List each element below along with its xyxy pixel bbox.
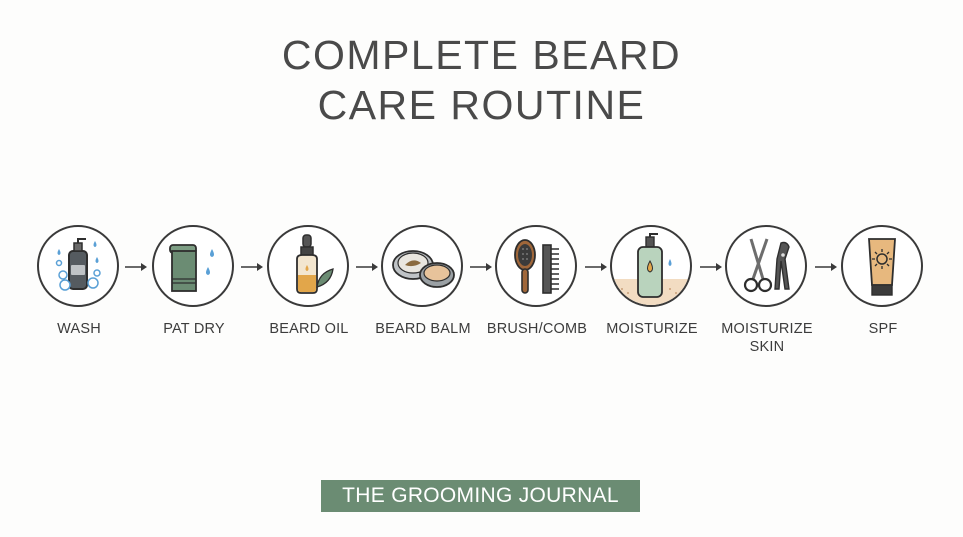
step-circle (381, 225, 463, 307)
title-line-1: COMPLETE BEARD (281, 32, 682, 78)
step-circle (725, 225, 807, 307)
towel-icon (169, 244, 214, 292)
arrow-right-icon (356, 263, 378, 271)
scissors-clippers-icon (743, 238, 790, 293)
step-label: SPF (868, 321, 898, 337)
shampoo-bottle-icon (55, 238, 101, 291)
arrow-right-icon (815, 263, 837, 271)
step-label: WASH (57, 321, 101, 337)
page-title: COMPLETE BEARD CARE ROUTINE (0, 30, 963, 130)
step-circle (37, 225, 119, 307)
step-circle (152, 225, 234, 307)
brush-comb-icon (514, 239, 559, 294)
title-line-2: CARE ROUTINE (317, 82, 646, 128)
arrow-right-icon (700, 263, 722, 271)
dropper-bottle-icon (296, 234, 334, 294)
step-circle (267, 225, 349, 307)
step-circle (841, 225, 923, 307)
arrow-right-icon (585, 263, 607, 271)
step-circle (495, 225, 577, 307)
balm-tin-icon (392, 250, 455, 288)
step-label: PAT DRY (163, 321, 225, 337)
step-label: MOISTURIZE (606, 321, 698, 337)
lotion-pump-icon (612, 233, 690, 305)
arrow-right-icon (241, 263, 263, 271)
sunscreen-tube-icon (868, 238, 896, 296)
arrow-right-icon (470, 263, 492, 271)
step-label: BEARD OIL (269, 321, 349, 337)
step-label: BRUSH/COMB (486, 321, 588, 337)
arrow-right-icon (125, 263, 147, 271)
step-label: MOISTURIZE SKIN (721, 321, 813, 355)
step-circle (610, 225, 692, 307)
step-label: BEARD BALM (375, 321, 471, 337)
brand-banner: THE GROOMING JOURNAL (321, 480, 640, 512)
